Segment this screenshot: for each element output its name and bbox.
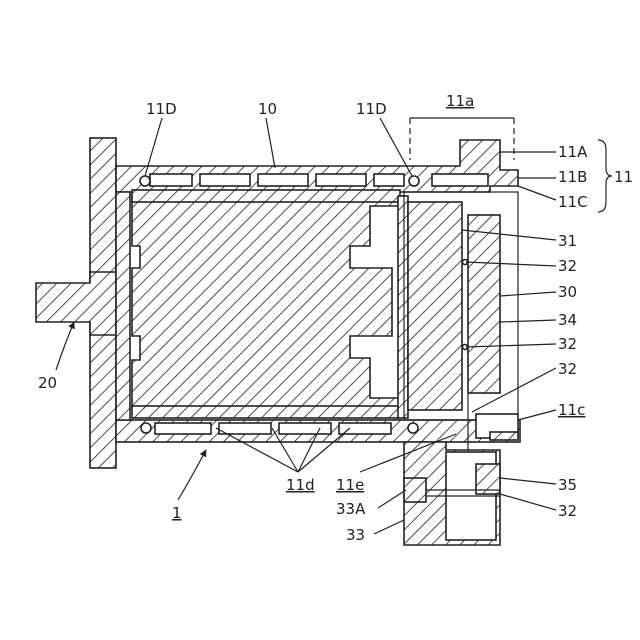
label-32-d: 32 [558, 502, 577, 520]
label-11C: 11C [558, 193, 588, 211]
channel-bot-2 [219, 423, 271, 434]
label-33A: 33A [336, 500, 366, 518]
seal-bot-left [141, 423, 151, 433]
seal-top-left [140, 176, 150, 186]
leader-11c [518, 410, 556, 420]
label-1: 1 [172, 504, 182, 522]
shaft-20 [36, 272, 116, 335]
label-32-b: 32 [558, 335, 577, 353]
leader-11C [518, 186, 556, 200]
leader-20 [56, 322, 74, 370]
label-11c: 11c [558, 401, 585, 419]
plate-34 [468, 215, 500, 393]
label-31: 31 [558, 232, 577, 250]
label-20: 20 [38, 374, 57, 392]
pin-11c [490, 432, 518, 440]
label-32-a: 32 [558, 257, 577, 275]
channel-top-4 [316, 174, 366, 186]
label-11B: 11B [558, 168, 587, 186]
label-32-c: 32 [558, 360, 577, 378]
label-34: 34 [558, 311, 577, 329]
label-30: 30 [558, 283, 577, 301]
leader-35 [500, 478, 556, 484]
channel-top-5 [374, 174, 404, 186]
seal-top-right [409, 176, 419, 186]
label-11d: 11d [286, 476, 315, 494]
label-10: 10 [258, 100, 277, 118]
label-35: 35 [558, 476, 577, 494]
rotor-bottom-band [132, 406, 400, 418]
label-33: 33 [346, 526, 365, 544]
leader-10 [266, 118, 275, 168]
brace-11 [598, 140, 612, 212]
leader-30 [500, 292, 556, 296]
channel-top-2 [200, 174, 250, 186]
label-11D-a: 11D [146, 100, 177, 118]
channel-top-1 [150, 174, 192, 186]
label-11: 11 [614, 168, 633, 186]
rotor-right-wall [398, 196, 408, 418]
channel-top-6 [432, 174, 488, 186]
label-11D-b: 11D [356, 100, 387, 118]
leader-34 [500, 320, 556, 322]
leader-33A [378, 490, 406, 508]
rotor-top-band [132, 190, 400, 202]
channel-bot-3 [279, 423, 331, 434]
magnet-31 [408, 202, 462, 410]
rotor-body [132, 190, 408, 418]
bottom-channels [141, 423, 418, 434]
seal-bot-right [408, 423, 418, 433]
leader-1 [178, 450, 206, 500]
label-11e: 11e [336, 476, 364, 494]
channel-bot-4 [339, 423, 391, 434]
label-11a: 11a [446, 92, 474, 110]
leader-32-d [500, 494, 556, 510]
channel-top-3 [258, 174, 308, 186]
inner-left-wall [116, 192, 130, 420]
bottom-assembly [404, 442, 500, 545]
leader-33 [374, 520, 404, 534]
channel-bot-1 [155, 423, 211, 434]
label-11A: 11A [558, 143, 588, 161]
part-33A [404, 478, 426, 502]
rotor-core [132, 196, 402, 410]
